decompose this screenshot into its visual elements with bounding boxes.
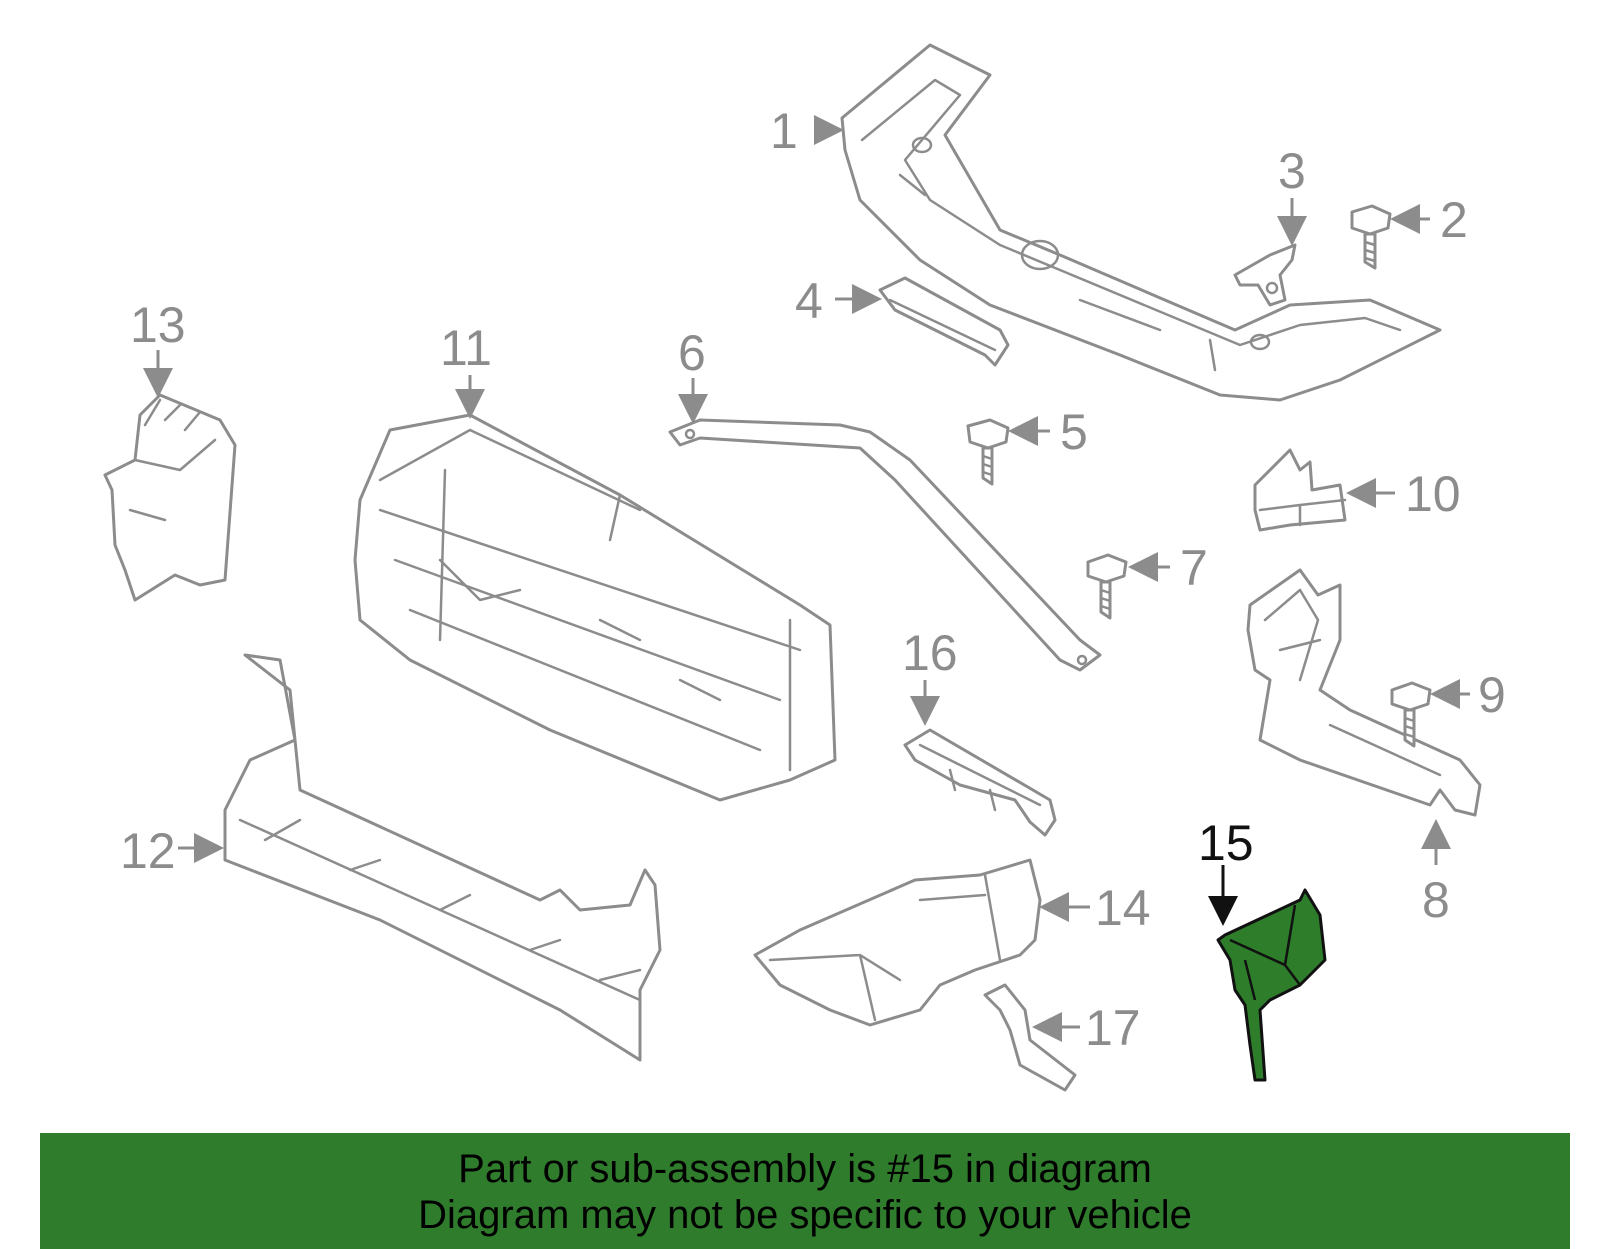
part-7-screw — [1086, 553, 1128, 620]
callout-14: 14 — [1095, 880, 1151, 936]
part-5-screw — [966, 418, 1010, 486]
callout-17: 17 — [1085, 1000, 1141, 1056]
callout-16: 16 — [902, 625, 958, 681]
part-10-bracket — [1253, 448, 1347, 532]
info-banner: Part or sub-assembly is #15 in diagram D… — [40, 1133, 1570, 1249]
callout-10: 10 — [1405, 466, 1461, 522]
part-4-bracket — [878, 276, 1010, 367]
callout-4: 4 — [795, 273, 823, 329]
callout-7: 7 — [1180, 540, 1208, 596]
part-2-bolt — [1350, 204, 1392, 270]
callout-12: 12 — [120, 823, 176, 879]
callout-5: 5 — [1060, 404, 1088, 460]
part-15-highlighted-bracket — [1216, 888, 1327, 1082]
part-1-upper-support — [840, 43, 1442, 402]
callout-15: 15 — [1198, 815, 1254, 871]
banner-line-part: Part or sub-assembly is #15 in diagram — [458, 1147, 1152, 1191]
callout-3: 3 — [1278, 143, 1306, 199]
callout-13: 13 — [130, 297, 186, 353]
callout-2: 2 — [1440, 192, 1468, 248]
part-9-screw — [1390, 681, 1432, 748]
callout-8: 8 — [1422, 872, 1450, 928]
part-13-side-guide — [103, 393, 237, 602]
part-6-strut — [668, 418, 1102, 672]
banner-line-disclaimer: Diagram may not be specific to your vehi… — [418, 1193, 1192, 1237]
part-8-side-carrier — [1246, 568, 1482, 817]
part-16-bracket — [903, 728, 1057, 837]
callout-9: 9 — [1478, 667, 1506, 723]
callout-6: 6 — [678, 325, 706, 381]
part-17-strap — [983, 983, 1077, 1092]
part-11-shroud — [353, 413, 837, 802]
part-12-air-duct — [223, 653, 662, 1062]
callout-1: 1 — [770, 103, 798, 159]
part-14-air-guide — [753, 858, 1042, 1027]
callout-11: 11 — [440, 320, 492, 376]
part-3-bracket — [1233, 243, 1297, 307]
